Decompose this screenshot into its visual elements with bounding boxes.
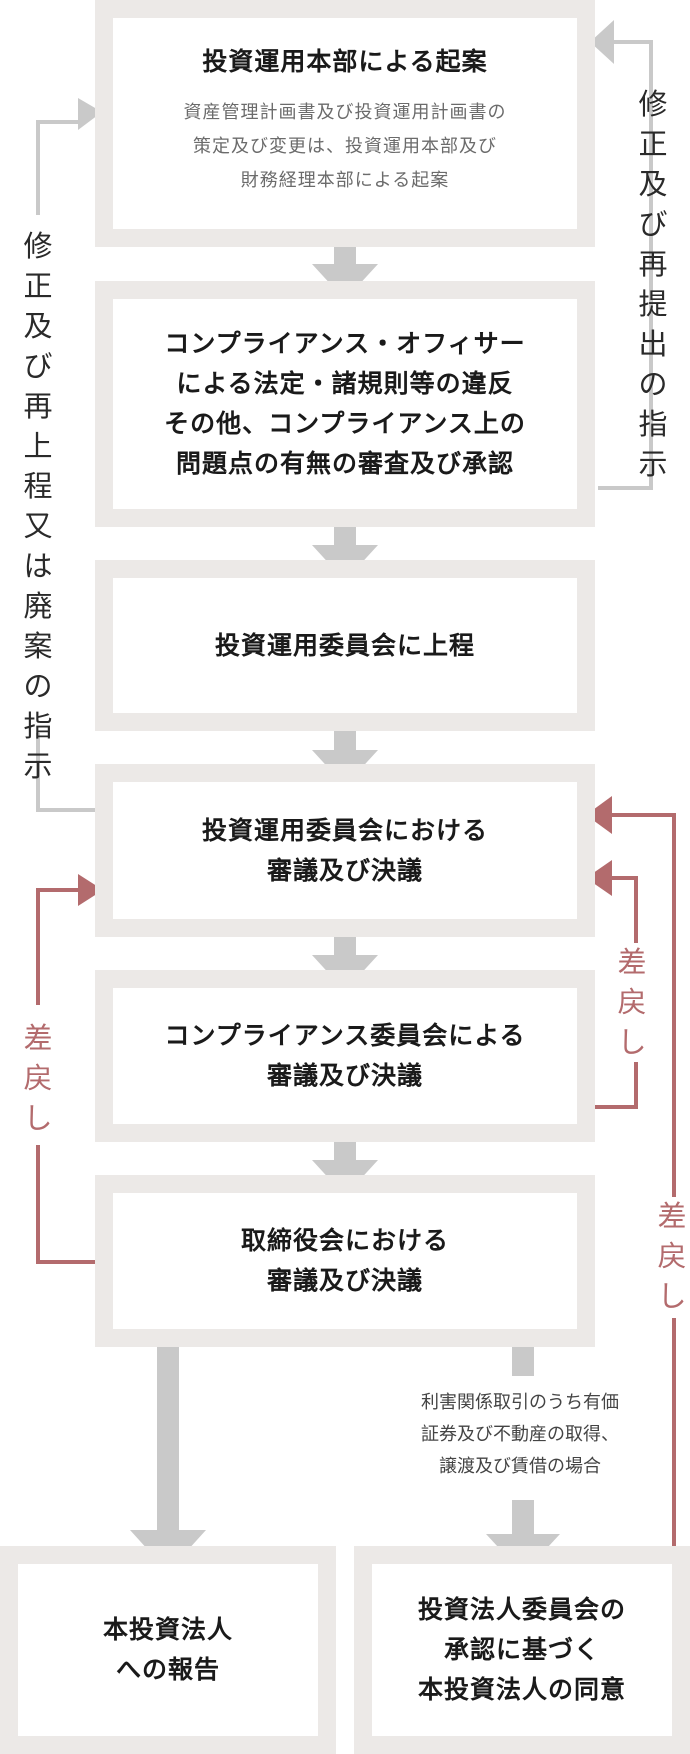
consent-line-2: 承認に基づく bbox=[443, 1635, 600, 1664]
label-char: 出 bbox=[638, 327, 668, 361]
return-inner-arrowhead bbox=[586, 860, 612, 896]
note-line-3: 譲渡及び賃借の場合 bbox=[439, 1456, 601, 1477]
label-char: し bbox=[23, 1101, 53, 1135]
label-char: 修 bbox=[638, 87, 668, 121]
label-char: 提 bbox=[638, 287, 668, 321]
board-line-2: 審議及び決議 bbox=[266, 1266, 423, 1295]
label-char: 戻 bbox=[23, 1061, 53, 1095]
label-char: 正 bbox=[638, 127, 668, 161]
label-char: 修 bbox=[23, 229, 53, 263]
compliance-committee-line-2: 審議及び決議 bbox=[266, 1061, 423, 1090]
label-char: の bbox=[23, 669, 53, 703]
label-char: の bbox=[638, 367, 668, 401]
return-left-path bbox=[36, 1145, 95, 1264]
label-char: 指 bbox=[23, 709, 53, 743]
committee-resolution-line-1: 投資運用委員会における bbox=[201, 815, 488, 845]
consent-line-3: 本投資法人の同意 bbox=[417, 1675, 626, 1704]
report-box: 本投資法人 への報告 bbox=[0, 1546, 336, 1754]
resubmit-label: 修正及び再提出の指示 bbox=[635, 84, 671, 484]
compliance-committee-box: コンプライアンス委員会による 審議及び決議 bbox=[95, 970, 595, 1142]
draft-desc-1: 資産管理計画書及び投資運用計画書の bbox=[183, 102, 507, 123]
label-char: 戻 bbox=[657, 1239, 687, 1273]
draft-box: 投資運用本部による起案 資産管理計画書及び投資運用計画書の 策定及び変更は、投資… bbox=[95, 0, 595, 247]
resubmit-abandon-path-top bbox=[36, 120, 82, 215]
label-char: 廃 bbox=[23, 589, 53, 623]
label-char: 及 bbox=[638, 167, 668, 201]
compliance-committee-line-1: コンプライアンス委員会による bbox=[164, 1021, 526, 1050]
label-char: 及 bbox=[23, 309, 53, 343]
label-char: は bbox=[23, 549, 53, 583]
return-outer-path-top bbox=[608, 813, 676, 1197]
committee-resolution-line-2: 審議及び決議 bbox=[266, 855, 423, 885]
consent-line-1: 投資法人委員会の bbox=[417, 1595, 626, 1624]
submit-committee-box: 投資運用委員会に上程 bbox=[95, 560, 595, 731]
draft-title: 投資運用本部による起案 bbox=[202, 47, 488, 76]
note-line-1: 利害関係取引のうち有価 bbox=[421, 1392, 619, 1413]
resubmit-path bbox=[598, 40, 653, 490]
label-char: 再 bbox=[638, 247, 668, 281]
return-inner-path bbox=[594, 1062, 638, 1109]
label-char: 上 bbox=[23, 429, 53, 463]
resubmit-abandon-path bbox=[36, 733, 95, 812]
draft-desc-2: 策定及び変更は、投資運用本部及び bbox=[193, 136, 497, 157]
report-line-2: への報告 bbox=[115, 1655, 220, 1684]
return-inner-label: 差戻し bbox=[612, 942, 652, 1062]
label-char: び bbox=[638, 207, 668, 241]
label-char: 正 bbox=[23, 269, 53, 303]
board-box: 取締役会における 審議及び決議 bbox=[95, 1175, 595, 1347]
label-char: び bbox=[23, 349, 53, 383]
label-char: 又 bbox=[23, 509, 53, 543]
compliance-review-box: コンプライアンス・オフィサー による法定・諸規則等の違反 その他、コンプライアン… bbox=[95, 281, 595, 527]
down-arrow-report bbox=[130, 1328, 206, 1572]
report-line-1: 本投資法人 bbox=[102, 1615, 233, 1644]
label-char: し bbox=[657, 1279, 687, 1313]
return-inner-path-top bbox=[608, 876, 638, 943]
label-char: 程 bbox=[23, 469, 53, 503]
resubmit-abandon-label: 修正及び再上程又は廃案の指示 bbox=[18, 226, 58, 786]
label-char: 示 bbox=[638, 447, 668, 481]
compliance-review-line-2: による法定・諸規則等の違反 bbox=[176, 369, 514, 398]
return-left-arrowhead bbox=[78, 874, 103, 906]
compliance-review-line-4: 問題点の有無の審査及び承認 bbox=[175, 449, 514, 478]
return-left-label: 差戻し bbox=[18, 1018, 58, 1138]
draft-desc-3: 財務経理本部による起案 bbox=[240, 170, 450, 191]
return-outer-arrowhead bbox=[586, 796, 612, 834]
committee-resolution-box: 投資運用委員会における 審議及び決議 bbox=[95, 764, 595, 937]
return-left-path-top bbox=[36, 888, 82, 1005]
conflict-transaction-note: 利害関係取引のうち有価 証券及び不動産の取得、 譲渡及び賃借の場合 bbox=[380, 1387, 660, 1483]
label-char: し bbox=[617, 1025, 647, 1059]
label-char: 差 bbox=[657, 1199, 687, 1233]
return-outer-label: 差戻し bbox=[652, 1196, 690, 1316]
submit-committee-line-1: 投資運用委員会に上程 bbox=[214, 630, 475, 660]
resubmit-abandon-arrowhead bbox=[78, 98, 102, 130]
board-line-1: 取締役会における bbox=[240, 1226, 449, 1255]
compliance-review-line-1: コンプライアンス・オフィサー bbox=[164, 329, 526, 358]
label-char: 差 bbox=[617, 945, 647, 979]
label-char: 差 bbox=[23, 1021, 53, 1055]
consent-box: 投資法人委員会の 承認に基づく 本投資法人の同意 bbox=[354, 1546, 690, 1754]
down-arrow-consent bbox=[486, 1500, 560, 1574]
label-char: 再 bbox=[23, 389, 53, 423]
label-char: 示 bbox=[23, 749, 53, 783]
label-char: 戻 bbox=[617, 985, 647, 1019]
label-char: 指 bbox=[638, 407, 668, 441]
compliance-review-line-3: その他、コンプライアンス上の bbox=[164, 409, 526, 438]
resubmit-arrowhead bbox=[590, 20, 614, 64]
note-line-2: 証券及び不動産の取得、 bbox=[421, 1424, 619, 1445]
label-char: 案 bbox=[23, 629, 53, 663]
down-arrow-1 bbox=[312, 229, 378, 300]
